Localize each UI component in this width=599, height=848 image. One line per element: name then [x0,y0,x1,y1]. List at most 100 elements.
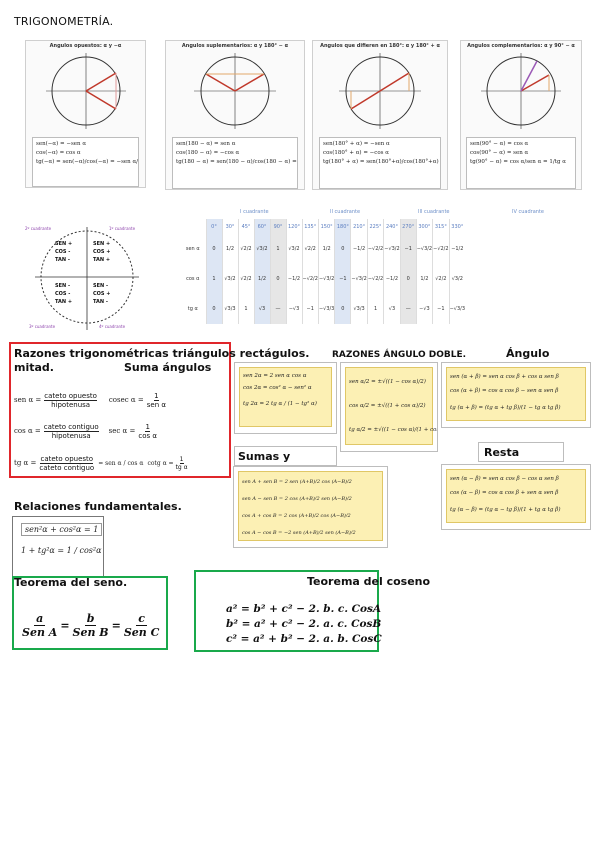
value-cell: −√3/3 [448,294,466,324]
formula-line: sen (α + β) = sen α cos β + cos α sen β [450,374,559,380]
sign-line: SEN + [93,241,111,247]
quadrant-label: 1º cuadrante [109,226,136,231]
value-cell: 1 [366,294,384,324]
formula-line: 1 + tg²α = 1 / cos²α [21,546,102,555]
value-cell: 0 [205,294,222,324]
value-cell: 1 [205,264,222,294]
right-triangle-heading: Razones trigonométricas triángulos rectá… [14,347,310,360]
complementary-angles-panel: Ángulos complementarios: α y 90° − α sen… [460,40,582,190]
denominator: sen α [146,400,166,409]
denominator: tg α [175,463,188,471]
equals-sign: = [111,619,121,632]
formula-line: b² = a² + c² − 2. a. c. CosB [226,618,382,630]
value-cell: 0 [269,264,286,294]
angle-header-cell: 150° [317,219,335,234]
quadrant-signs: SEN + COS + TAN + [93,240,110,264]
value-cell: — [269,294,286,324]
angle-header-cell: 90° [269,219,286,234]
formula-line: sen α/2 = ±√((1 − cos α)/2) [349,379,426,385]
fraction: cateto opuesto cateto contiguo [39,455,94,472]
value-cell: √2/2 [432,264,450,294]
quadrant-header-row: I cuadrante II cuadrante III cuadrante I… [180,207,585,219]
sign-line: TAN + [55,299,73,305]
value-cell: 1/2 [415,264,433,294]
unit-circle-diagram [194,53,276,129]
formula-row: sen α = cateto opuesto hipotenusa cosec … [14,385,224,415]
formula-lhs: cosec α = [108,396,144,404]
value-cell: −√2/2 [432,234,450,264]
equals-sign: = [60,619,70,632]
formula-line: sen 2α = 2 sen α cos α [243,373,307,379]
formula-line: sen A + sen B = 2 sen (A+B)/2 cos (A−B)/… [242,479,352,485]
sign-line: COS - [55,291,71,297]
value-cell: √3/2 [448,264,466,294]
quadrant-signs: SEN - COS + TAN - [93,282,110,306]
row-label: tg α [187,306,198,312]
denominator: Sen B [72,626,109,639]
denominator: cateto contiguo [39,463,95,472]
values-grid: 0°30°45°60°90°120°135°150°180°210°225°24… [180,219,466,324]
value-cell: √3/2 [285,234,302,264]
value-cell: −√3 [415,294,433,324]
yellow-formula-area: sen 2α = 2 sen α cos α cos 2α = cos² α −… [239,367,332,427]
value-cell: −1 [301,294,319,324]
fraction: cateto opuesto hipotenusa [44,392,97,409]
numerator: b [84,612,97,626]
sum-angles-heading: Suma ángulos [124,361,212,374]
fraction: 1 sen α [147,392,166,409]
formula-line: cos (α + β) = cos α cos β − sen α sen β [450,388,559,394]
formula-lhs: tg α = [14,459,37,467]
value-cell: 1/2 [221,234,238,264]
row-label: cos α [186,276,200,282]
value-cell: √2/2 [237,264,254,294]
denominator: Sen A [22,626,58,639]
sign-line: COS - [55,249,71,255]
differ-180-panel: Ángulos que difieren en 180°: α y 180° +… [312,40,448,190]
formula-lhs: sen α = [14,396,42,404]
trig-values-table: I cuadrante II cuadrante III cuadrante I… [180,207,585,335]
quadrant-label: 3º cuadrante [29,324,56,329]
denominator: cos α [138,431,157,440]
yellow-formula-area: sen α/2 = ±√((1 − cos α)/2) cos α/2 = ±√… [345,367,437,445]
formula-line: sen A − sen B = 2 cos (A+B)/2 sen (A−B)/… [242,496,352,502]
formula-lhs: sec α = [108,427,136,435]
yellow-formula-area: sen A + sen B = 2 sen (A+B)/2 cos (A−B)/… [238,471,383,541]
formula-line: tg α/2 = ±√((1 − cos α)/(1 + cos α)) [349,427,437,433]
denominator: hipotenusa [51,431,91,440]
formula-line: cos(−α) = cos α [36,150,81,156]
supplementary-angles-panel: Ángulos suplementarios: α y 180° − α sen… [165,40,305,190]
value-cell: −√2/2 [366,264,384,294]
value-cell: 0 [334,234,351,264]
value-cell: √3/2 [253,234,270,264]
value-cell: 0 [399,264,417,294]
numerator: 1 [145,422,150,432]
sums-heading-box [234,446,337,466]
fraction: 1 cos α [138,423,157,440]
angle-header-cell: 180° [334,219,351,234]
quadrant-signs: SEN - COS - TAN + [55,282,72,306]
formula-line: tg(−α) = sen(−α)/cos(−α) = −sen α/cos α … [36,159,139,165]
unit-circle-diagram [481,53,561,129]
formula-line: tg (α − β) = (tg α − tg β)/(1 + tg α tg … [450,507,561,513]
numerator: 1 [154,391,159,401]
angle-header-cell: 300° [415,219,433,234]
formula-row: cos α = cateto contiguo hipotenusa sec α… [14,415,224,447]
row-label: sen α [185,246,200,252]
quadrant-header: I cuadrante [240,209,269,215]
value-cell: −√3/2 [383,234,401,264]
value-cell: −1 [432,294,450,324]
formula-line: sen(90° − α) = cos α [470,141,529,147]
formula-box: sen(180 − α) = sen α cos(180 − α) = −cos… [172,137,298,189]
formula-lhs: cos α = [14,427,41,435]
numerator: 1 [179,455,184,464]
value-cell: √3/3 [221,294,238,324]
formula-line: c² = a² + b² − 2. a. b. CosC [226,633,382,645]
yellow-formula-area: sen (α + β) = sen α cos β + cos α sen β … [446,367,586,421]
fraction: b Sen B [73,612,109,639]
sum-angles-box: sen (α + β) = sen α cos β + cos α sen β … [441,362,591,428]
formula-line: sen(−α) = −sen α [36,141,87,147]
denominator: Sen C [123,626,160,639]
denominator: hipotenusa [51,400,91,409]
formula-line: tg(90° − α) = cos α/sen α = 1/tg α [470,159,566,165]
formula-line: cos 2α = cos² α − sen² α [243,385,312,391]
